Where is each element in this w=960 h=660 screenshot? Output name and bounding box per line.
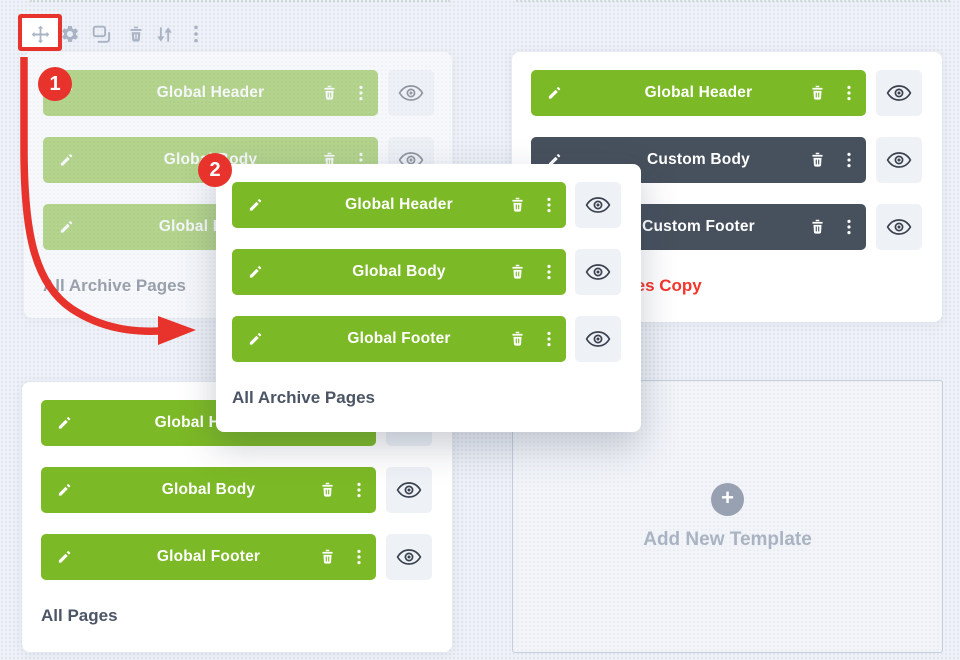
annotation-badge-1: 1: [38, 67, 72, 101]
edit-pencil-icon[interactable]: [59, 153, 74, 168]
template-row: Global Header: [43, 70, 434, 116]
row-label: Global Body: [352, 263, 446, 280]
more-kebab-icon[interactable]: [185, 23, 207, 45]
trash-icon[interactable]: [810, 219, 825, 235]
sort-icon[interactable]: [153, 23, 175, 45]
template-row: Global Header: [232, 182, 623, 228]
global-footer-row[interactable]: Global Footer: [232, 316, 566, 362]
trash-icon[interactable]: [510, 331, 525, 347]
kebab-icon[interactable]: [357, 549, 361, 565]
template-card-archive-dragged[interactable]: Global Header Global Body Global Footer …: [216, 164, 641, 432]
edit-pencil-icon[interactable]: [57, 416, 72, 431]
kebab-icon[interactable]: [847, 219, 851, 235]
eye-icon: [585, 196, 611, 214]
trash-icon[interactable]: [322, 152, 337, 168]
visibility-toggle[interactable]: [876, 137, 922, 183]
trash-icon[interactable]: [810, 85, 825, 101]
kebab-icon[interactable]: [359, 85, 363, 101]
visibility-toggle[interactable]: [876, 204, 922, 250]
top-divider-left: [30, 0, 450, 2]
eye-icon: [886, 84, 912, 102]
kebab-icon[interactable]: [847, 152, 851, 168]
trash-icon[interactable]: [320, 482, 335, 498]
add-new-template-label: Add New Template: [643, 528, 812, 550]
global-footer-row[interactable]: Global Footer: [41, 534, 376, 580]
eye-icon: [886, 218, 912, 236]
annotation-highlight-box: [18, 14, 62, 51]
row-label: Global Header: [345, 196, 453, 213]
edit-pencil-icon[interactable]: [248, 198, 263, 213]
plus-icon[interactable]: +: [711, 482, 744, 516]
eye-icon: [585, 263, 611, 281]
kebab-icon[interactable]: [547, 331, 551, 347]
template-row: Global Footer: [232, 316, 623, 362]
kebab-icon[interactable]: [547, 264, 551, 280]
visibility-toggle[interactable]: [876, 70, 922, 116]
trash-icon[interactable]: [510, 264, 525, 280]
duplicate-icon[interactable]: [90, 23, 112, 45]
move-icon[interactable]: [29, 23, 51, 45]
edit-pencil-icon[interactable]: [248, 265, 263, 280]
row-label: Custom Body: [647, 151, 750, 168]
card-title: All Pages: [41, 606, 118, 625]
trash-icon[interactable]: [510, 197, 525, 213]
card-title: All Archive Pages: [232, 388, 375, 407]
edit-pencil-icon[interactable]: [248, 332, 263, 347]
row-label: Custom Footer: [642, 218, 755, 235]
kebab-icon[interactable]: [357, 482, 361, 498]
eye-icon: [396, 548, 422, 566]
global-body-row[interactable]: Global Body: [41, 467, 376, 513]
delete-trash-icon[interactable]: [125, 23, 147, 45]
eye-icon: [886, 151, 912, 169]
template-row: Global Body: [41, 467, 434, 513]
global-body-row[interactable]: Global Body: [232, 249, 566, 295]
eye-icon: [396, 481, 422, 499]
annotation-badge-2: 2: [198, 153, 232, 187]
row-label: Global Footer: [156, 548, 261, 565]
edit-pencil-icon[interactable]: [57, 483, 72, 498]
global-header-row[interactable]: Global Header: [232, 182, 566, 228]
eye-icon: [585, 330, 611, 348]
visibility-toggle[interactable]: [575, 316, 621, 362]
visibility-toggle[interactable]: [575, 249, 621, 295]
edit-pencil-icon[interactable]: [547, 153, 562, 168]
template-row: Global Footer: [41, 534, 434, 580]
trash-icon[interactable]: [810, 152, 825, 168]
edit-pencil-icon[interactable]: [59, 220, 74, 235]
edit-pencil-icon[interactable]: [547, 86, 562, 101]
global-header-row[interactable]: Global Header: [531, 70, 866, 116]
row-label: Global Body: [161, 481, 256, 498]
row-label: Global Header: [644, 84, 753, 101]
settings-gear-icon[interactable]: [59, 23, 81, 45]
visibility-toggle[interactable]: [575, 182, 621, 228]
trash-icon[interactable]: [320, 549, 335, 565]
trash-icon[interactable]: [322, 85, 337, 101]
visibility-toggle[interactable]: [386, 467, 432, 513]
row-label: Global Header: [156, 84, 265, 101]
edit-pencil-icon[interactable]: [57, 550, 72, 565]
template-row: Global Body: [232, 249, 623, 295]
kebab-icon[interactable]: [847, 85, 851, 101]
global-header-row[interactable]: Global Header: [43, 70, 378, 116]
visibility-toggle[interactable]: [386, 534, 432, 580]
eye-icon: [398, 84, 424, 102]
template-row: Global Header: [531, 70, 924, 116]
kebab-icon[interactable]: [547, 197, 551, 213]
visibility-toggle[interactable]: [388, 70, 434, 116]
top-divider-right: [516, 0, 950, 2]
row-label: Global Footer: [347, 330, 451, 347]
